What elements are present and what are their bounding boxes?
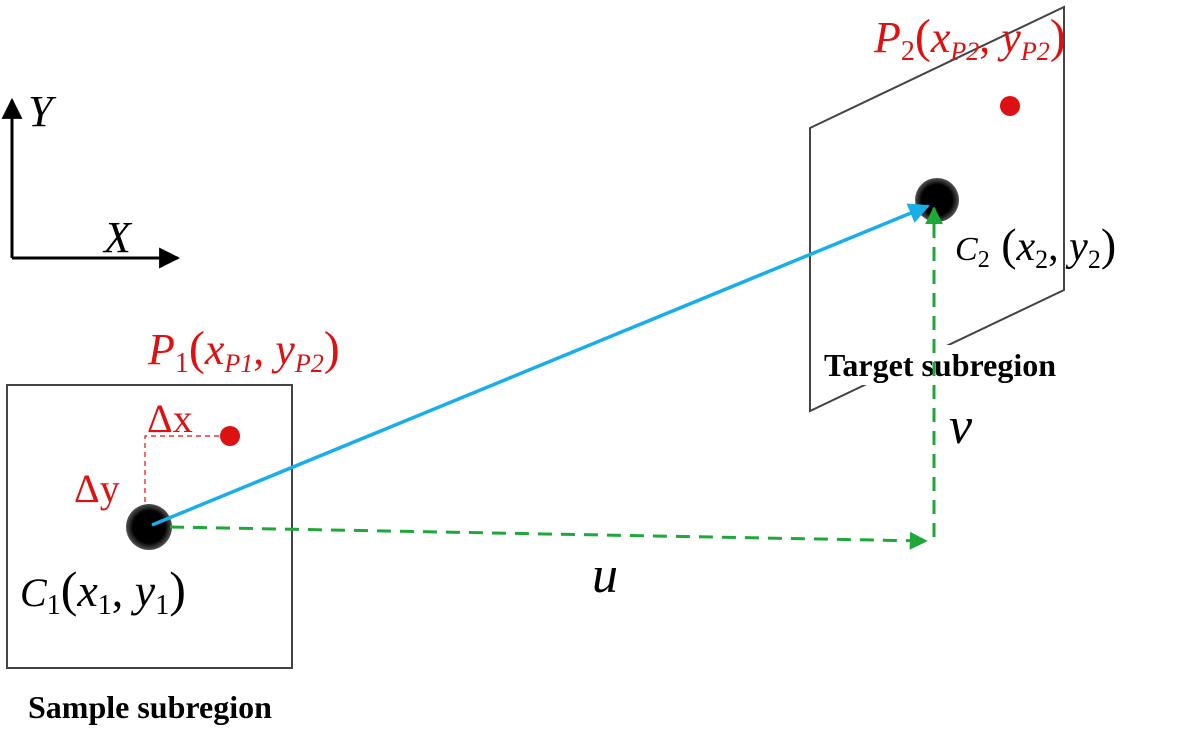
target-caption-backdrop — [818, 345, 1158, 385]
x-axis-label: X — [102, 213, 133, 262]
delta-x-label: Δx — [147, 396, 193, 441]
displacement-vectors: u v — [151, 203, 973, 604]
offset-dashed-lines — [144, 435, 222, 520]
sample-subregion-frame — [6, 384, 293, 669]
center-c2-dot — [915, 178, 959, 222]
target-subregion: P2(xP2, yP2) C2 (x2, y2) Target subregio… — [809, 5, 1158, 413]
v-label: v — [949, 398, 973, 455]
center-c1-label: C1(x1, y1) — [20, 561, 186, 621]
point-p1-dot — [220, 426, 240, 446]
center-c1-dot — [126, 504, 172, 550]
displacement-vector-arrow — [151, 203, 930, 527]
sample-subregion: Δx Δy P1(xP1, yP2) C1(x1, y1) Sample sub… — [6, 322, 340, 725]
point-p2-dot — [1000, 96, 1020, 116]
displacement-u-arrow — [169, 525, 928, 550]
center-c2-label: C2 (x2, y2) — [955, 219, 1116, 274]
point-p1-label: P1(xP1, yP2) — [147, 322, 340, 379]
target-subregion-caption: Target subregion — [824, 347, 1056, 383]
coordinate-axes: Y X — [1, 87, 181, 269]
u-label: u — [592, 547, 618, 604]
point-p2-label: P2(xP2, yP2) — [873, 10, 1066, 67]
y-axis-label: Y — [28, 87, 57, 136]
sample-subregion-caption: Sample subregion — [28, 689, 272, 725]
delta-y-label: Δy — [74, 466, 120, 511]
target-subregion-frame — [809, 5, 1065, 413]
